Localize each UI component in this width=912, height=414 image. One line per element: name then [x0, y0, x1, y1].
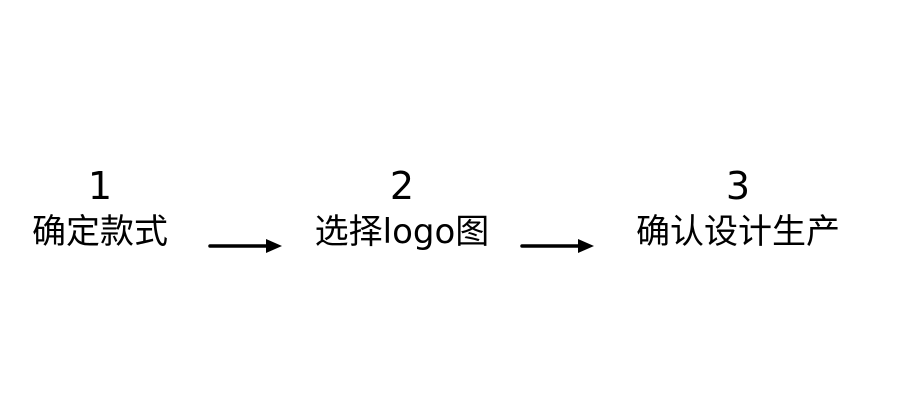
flow-step-1: 1 确定款式 [14, 162, 186, 254]
arrow-right-icon [208, 239, 282, 253]
step-label: 确定款式 [32, 212, 168, 252]
step-label: 确认设计生产 [636, 212, 840, 252]
arrow-right-icon [520, 239, 594, 253]
step-number: 1 [87, 164, 113, 208]
flow-step-3: 3 确认设计生产 [614, 162, 862, 254]
step-number: 2 [389, 164, 415, 208]
flow-step-2: 2 选择logo图 [302, 162, 502, 254]
step-label: 选择logo图 [314, 212, 490, 252]
step-number: 3 [725, 164, 751, 208]
